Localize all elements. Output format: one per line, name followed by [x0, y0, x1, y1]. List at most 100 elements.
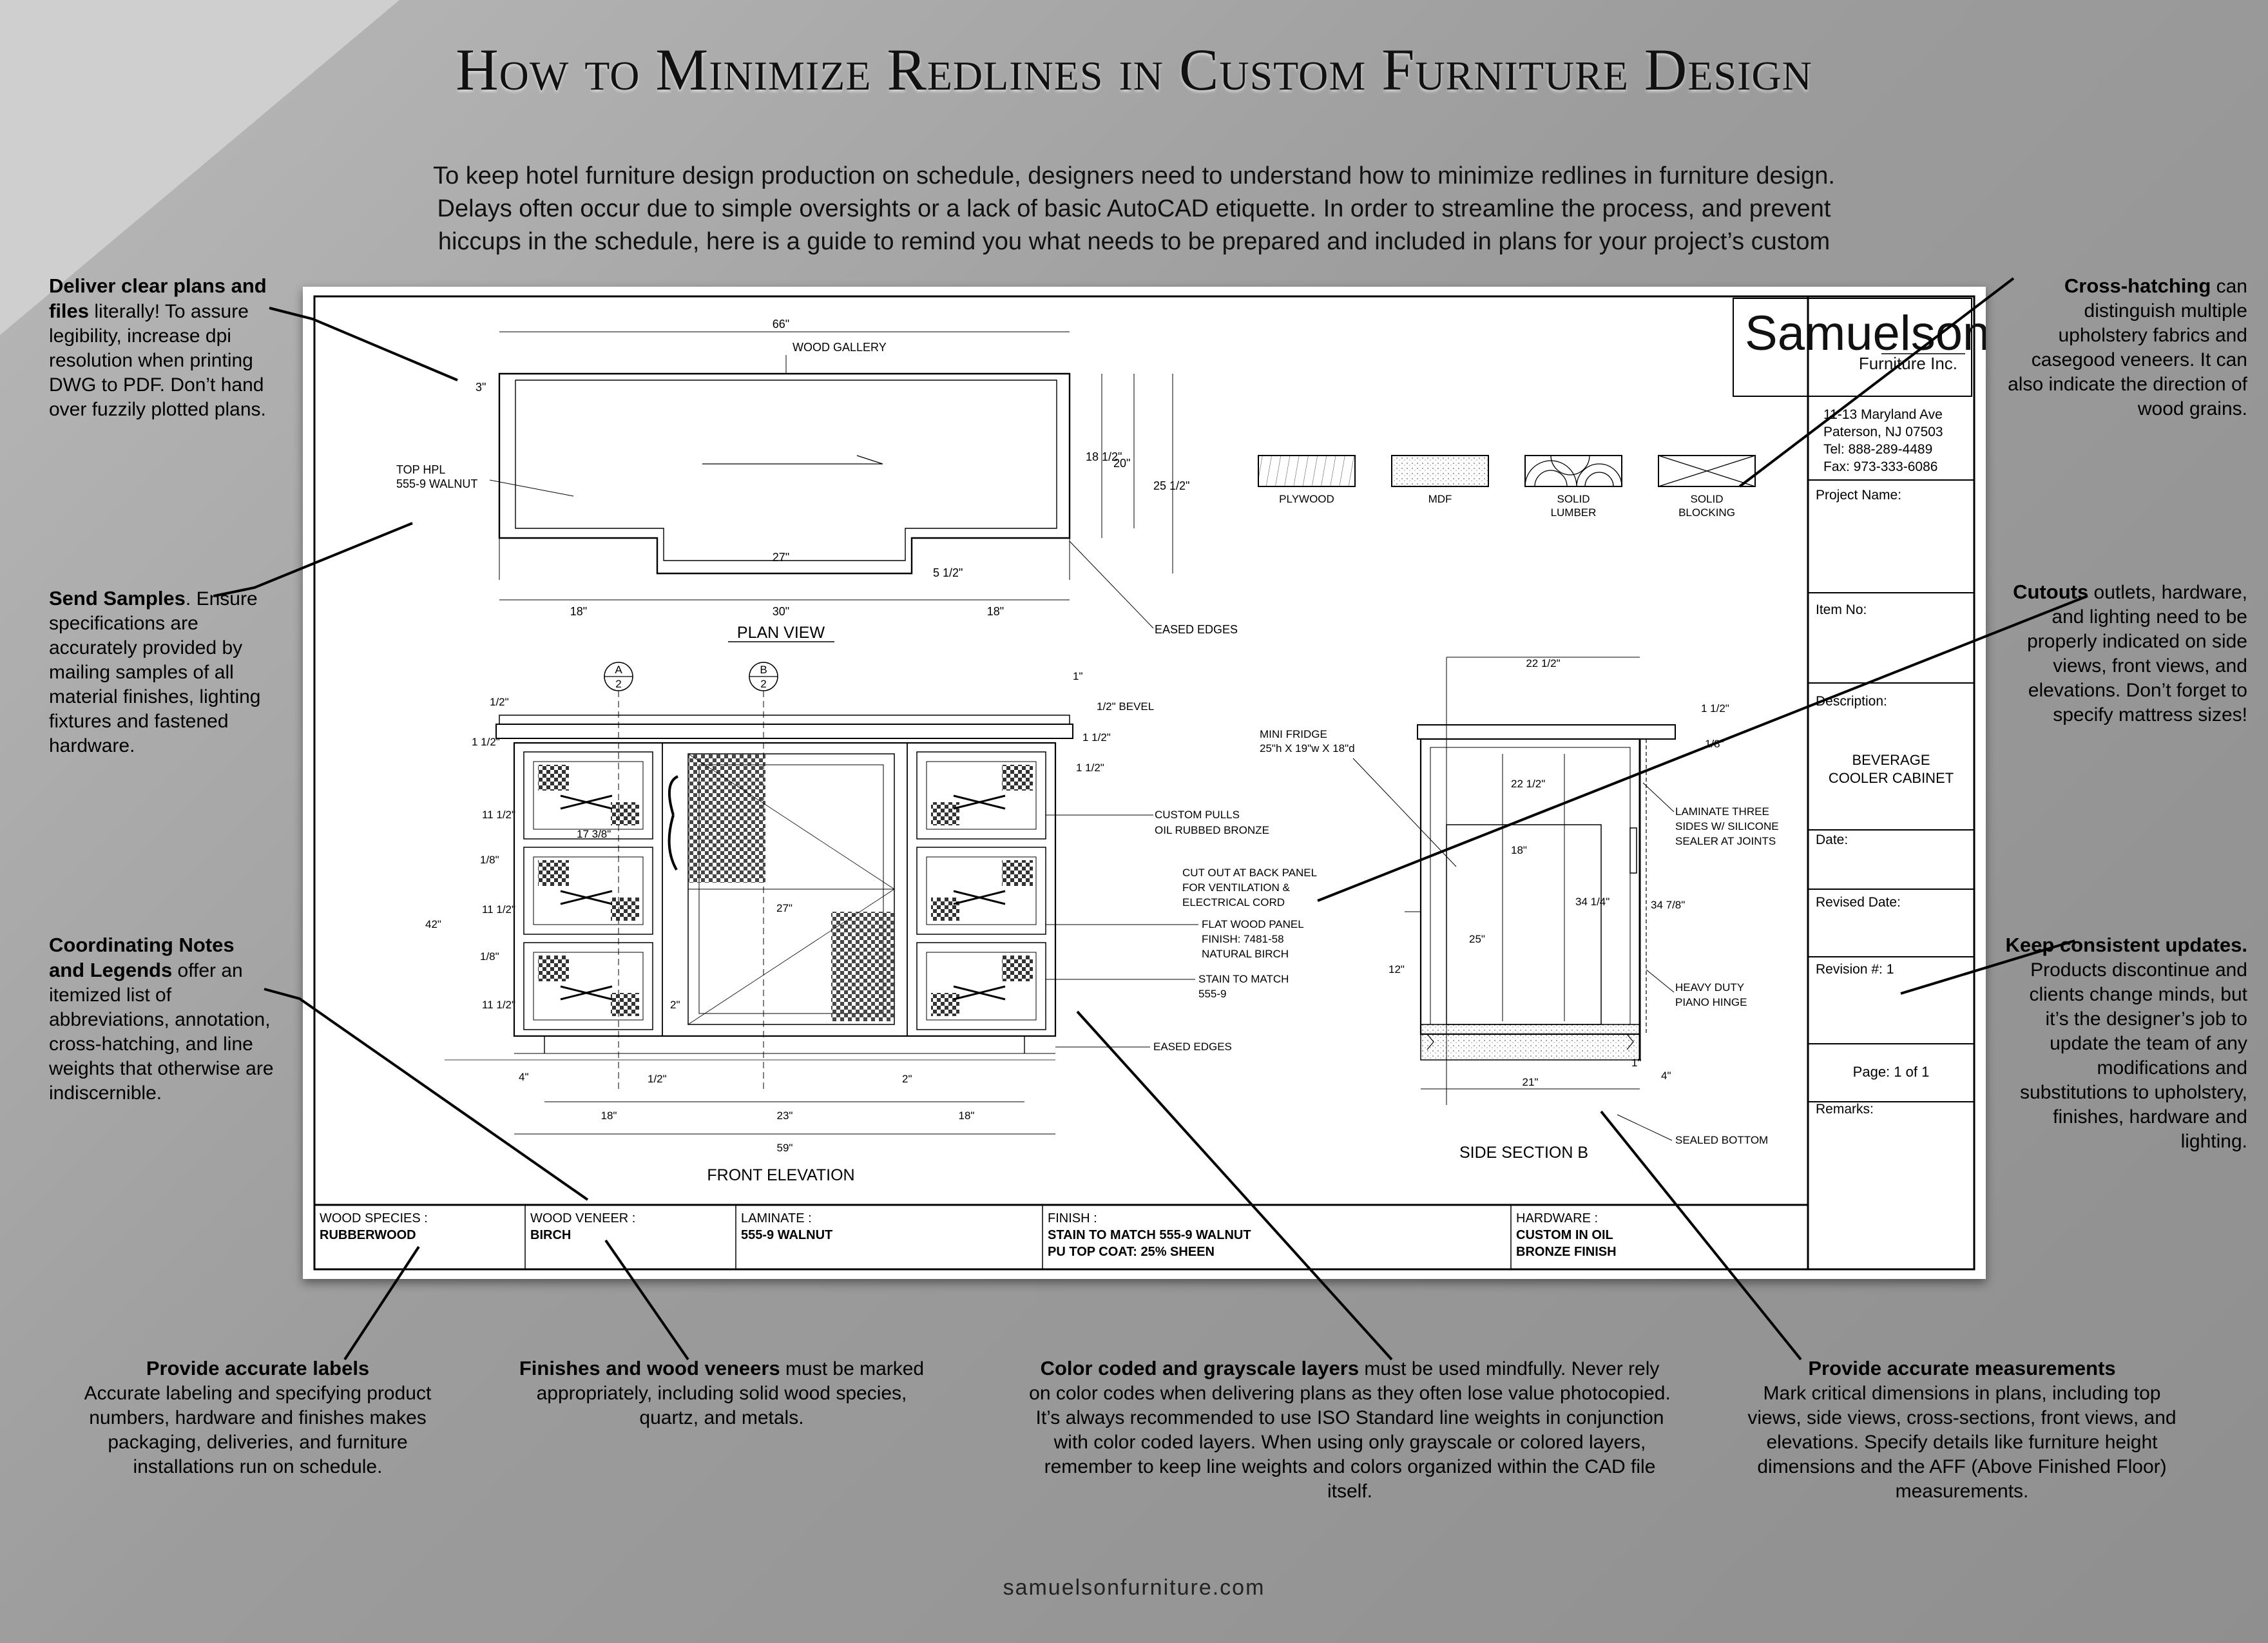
fax-line: Fax: 973-333-6086 — [1823, 459, 1937, 474]
dimension-label: 11 1/2" — [482, 999, 515, 1011]
project-name-label: Project Name: — [1816, 488, 1901, 503]
dimension-label: 18" — [570, 605, 587, 618]
cutout-label: ELECTRICAL CORD — [1182, 896, 1285, 908]
intro-line: To keep hotel furniture design productio… — [433, 162, 1835, 189]
hinge-label: HEAVY DUTY — [1675, 981, 1744, 994]
dimension-label: 25" — [1469, 933, 1485, 945]
spec-label: LAMINATE : — [741, 1211, 812, 1225]
spec-value: CUSTOM IN OIL — [1516, 1228, 1613, 1242]
stain-label: STAIN TO MATCH — [1198, 973, 1289, 985]
note-samples: Send Samples. Ensure specifications are … — [49, 586, 281, 758]
dimension-label: 27" — [776, 902, 793, 914]
dimension-label: 1" — [1073, 670, 1083, 682]
dimension-label: 18" — [1511, 844, 1527, 856]
address-line: Paterson, NJ 07503 — [1823, 425, 1943, 439]
title-block: Samuelson Furniture Inc. 11-13 Maryland … — [1733, 298, 1990, 1117]
spec-label: WOOD VENEER : — [530, 1211, 635, 1225]
fridge-label: 25"h X 19"w X 18"d — [1260, 742, 1355, 754]
top-label: TOP HPL — [396, 463, 445, 476]
dimension-label: 4" — [519, 1071, 529, 1083]
fridge-label: MINI FRIDGE — [1260, 728, 1327, 740]
hatch-legend: PLYWOOD MDF SOLID LUMBER SOLID BLOCKING — [1258, 455, 1756, 519]
dimension-label: 21" — [1523, 1076, 1539, 1088]
dimension-label: 23" — [777, 1110, 793, 1122]
dimension-label: 18" — [959, 1110, 975, 1122]
note-body: offer an itemized list of abbreviations,… — [49, 960, 274, 1104]
leader-line — [343, 1245, 420, 1361]
note-deliver: Deliver clear plans and files literally!… — [49, 274, 281, 422]
leader-line — [269, 307, 458, 381]
dimension-label: 11 1/2" — [482, 903, 515, 916]
note-body: Accurate labeling and specifying product… — [84, 1383, 432, 1477]
section-letter: A — [615, 664, 622, 676]
sheet-border — [313, 295, 1975, 1271]
spec-value: RUBBERWOOD — [320, 1228, 416, 1242]
note-body: Products discontinue and clients change … — [2020, 959, 2247, 1152]
eased-edges-label: EASED EDGES — [1153, 1041, 1232, 1053]
dimension-label: 18" — [987, 605, 1004, 618]
plywood-swatch — [1258, 455, 1356, 487]
spec-value: PU TOP COAT: 25% SHEEN — [1048, 1245, 1215, 1259]
spec-label: HARDWARE : — [1516, 1211, 1598, 1225]
dimension-label: 1 1/2" — [1082, 731, 1111, 744]
leader-line — [1076, 1010, 1393, 1361]
section-num: 2 — [760, 678, 766, 690]
dimension-label: 1/2" — [490, 696, 509, 708]
note-heading: Provide accurate measurements — [1808, 1357, 2116, 1379]
section-letter: B — [760, 664, 767, 676]
phone-line: Tel: 888-289-4489 — [1823, 442, 1932, 457]
dimension-label: 2" — [902, 1073, 912, 1085]
note-heading: Coordinating Notes and Legends — [49, 934, 235, 981]
note-updates: Keep consistent updates. Products discon… — [2003, 933, 2247, 1154]
intro-paragraph: To keep hotel furniture design productio… — [309, 160, 1959, 258]
dimension-label: 3" — [476, 381, 486, 394]
dimension-label: 12" — [1389, 963, 1405, 975]
laminate-label: SEALER AT JOINTS — [1675, 835, 1776, 847]
laminate-label: LAMINATE THREE — [1675, 805, 1769, 818]
drawing-sheet: Samuelson Furniture Inc. 11-13 Maryland … — [303, 287, 1990, 1279]
intro-line: hiccups in the schedule, here is a guide… — [437, 228, 1831, 255]
note-coordinating: Coordinating Notes and Legends offer an … — [49, 933, 274, 1106]
leader-line — [264, 988, 589, 1201]
sealed-bottom-label: SEALED BOTTOM — [1675, 1134, 1768, 1146]
legend-label: PLYWOOD — [1279, 493, 1334, 505]
note-body: can distinguish multiple upholstery fabr… — [2008, 276, 2247, 419]
mdf-swatch — [1391, 455, 1489, 487]
dimension-label: 25 1/2" — [1153, 479, 1189, 492]
footer-url[interactable]: samuelsonfurniture.com — [1003, 1575, 1265, 1600]
dimension-label: 4" — [1661, 1070, 1671, 1082]
dimension-label: 1 1/2" — [1701, 702, 1729, 715]
legend-label: SOLID — [1690, 493, 1723, 505]
leader-line — [213, 522, 413, 597]
pulls-label: CUSTOM PULLS — [1155, 809, 1240, 821]
page-label: Page: 1 of 1 — [1853, 1064, 1930, 1080]
note-heading: Cutouts — [2013, 581, 2089, 603]
spec-value: BRONZE FINISH — [1516, 1245, 1617, 1259]
note-crosshatching: Cross-hatching can distinguish multiple … — [2003, 274, 2247, 421]
front-elevation: A 2 B 2 — [425, 662, 1317, 1184]
dimension-label: 5 1/2" — [933, 566, 963, 579]
legend-label: BLOCKING — [1678, 506, 1735, 519]
note-cutouts: Cutouts outlets, hardware, and lighting … — [2003, 580, 2247, 727]
dimension-label: 1/2" — [648, 1073, 667, 1085]
cad-drawing: Samuelson Furniture Inc. 11-13 Maryland … — [313, 295, 1990, 1271]
spec-value: 555-9 WALNUT — [741, 1228, 832, 1242]
note-body: literally! To assure legibility, increas… — [49, 301, 266, 420]
item-no-label: Item No: — [1816, 602, 1867, 617]
side-section-title: SIDE SECTION B — [1459, 1144, 1588, 1162]
remarks-label: Remarks: — [1816, 1102, 1874, 1117]
dimension-label: 27" — [773, 551, 789, 564]
description-value: COOLER CABINET — [1829, 770, 1954, 786]
company-name: Samuelson — [1745, 306, 1986, 361]
leader-line — [1600, 1110, 1802, 1361]
corner-accent — [0, 0, 399, 335]
top-label: 555-9 WALNUT — [396, 477, 477, 490]
plan-view-title: PLAN VIEW — [737, 624, 825, 642]
section-num: 2 — [615, 678, 621, 690]
dimension-label: 1/8" — [480, 854, 499, 866]
dimension-label: 1/8" — [480, 950, 499, 963]
dimension-label: 1 1/2" — [1076, 762, 1104, 774]
dimension-label: 42" — [425, 918, 441, 930]
leader-line — [1738, 277, 2015, 488]
